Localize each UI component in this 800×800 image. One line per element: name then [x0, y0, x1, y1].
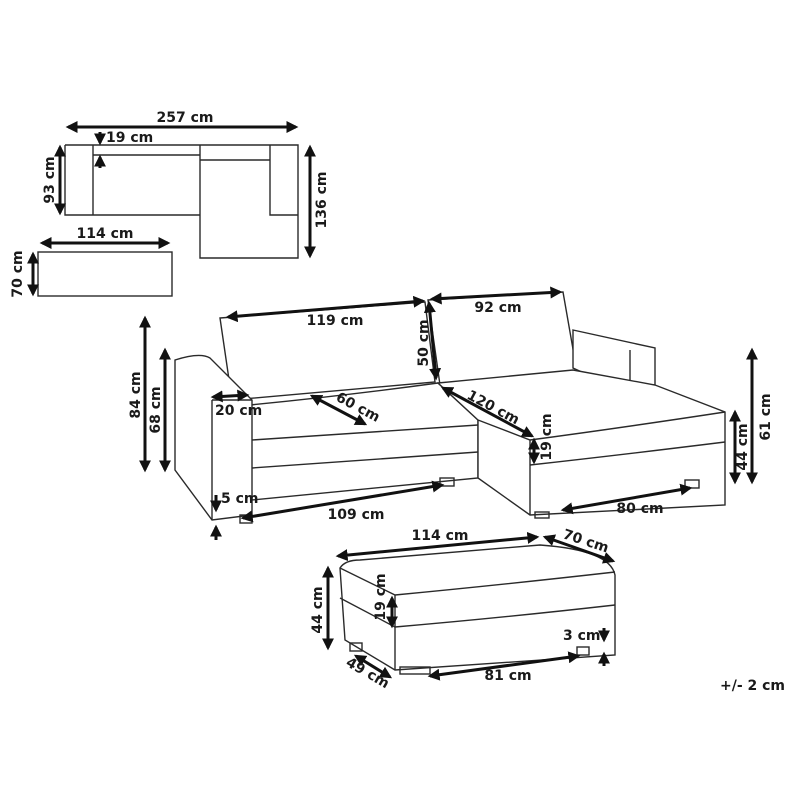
tolerance-note: +/- 2 cm [720, 678, 785, 694]
dim-20-label: 20 cm [215, 403, 262, 419]
dim-81-arrow [427, 651, 581, 681]
dim-19-ottoman-label: 19 cm [373, 573, 389, 620]
top-view-ottoman [37, 251, 173, 297]
dim-70-top-label: 70 cm [10, 250, 26, 297]
dim-93-label: 93 cm [42, 156, 58, 203]
dim-19-seat-label: 19 cm [539, 413, 555, 460]
dim-49-arrow [353, 654, 393, 679]
dim-81-label: 81 cm [484, 668, 531, 684]
dim-61-label: 61 cm [758, 393, 774, 440]
dim-19-backrest-label: 19 cm [106, 130, 153, 146]
dim-80-label: 80 cm [616, 501, 663, 517]
top-view-sofa [64, 144, 299, 259]
dim-84-label: 84 cm [128, 371, 144, 418]
dim-20-arrow [210, 389, 250, 403]
dim-120-arrow [440, 386, 535, 438]
dim-70-ottoman-arrow [542, 534, 616, 564]
dim-50-arrow [423, 300, 442, 381]
dim-3-label: 3 cm [563, 628, 601, 644]
dim-44-sofa-label: 44 cm [735, 423, 751, 470]
dim-80-arrow [560, 483, 693, 515]
dim-60-arrow [309, 394, 368, 426]
dim-119-label: 119 cm [307, 313, 364, 329]
dim-114-top-label: 114 cm [77, 226, 134, 242]
dim-44-ottoman-label: 44 cm [310, 586, 326, 633]
dim-114-ottoman-label: 114 cm [412, 528, 469, 544]
dim-114-ottoman-arrow [335, 531, 540, 562]
dim-5-label: 5 cm [221, 491, 259, 507]
dim-257-label: 257 cm [157, 110, 214, 126]
dim-68-label: 68 cm [148, 386, 164, 433]
dim-109-label: 109 cm [328, 507, 385, 523]
dim-50-label: 50 cm [416, 319, 432, 366]
dim-92-arrow [429, 286, 563, 305]
dim-92-label: 92 cm [474, 300, 521, 316]
dim-119-arrow [225, 295, 426, 323]
dim-136-label: 136 cm [314, 172, 330, 229]
dim-109-arrow [240, 480, 445, 523]
